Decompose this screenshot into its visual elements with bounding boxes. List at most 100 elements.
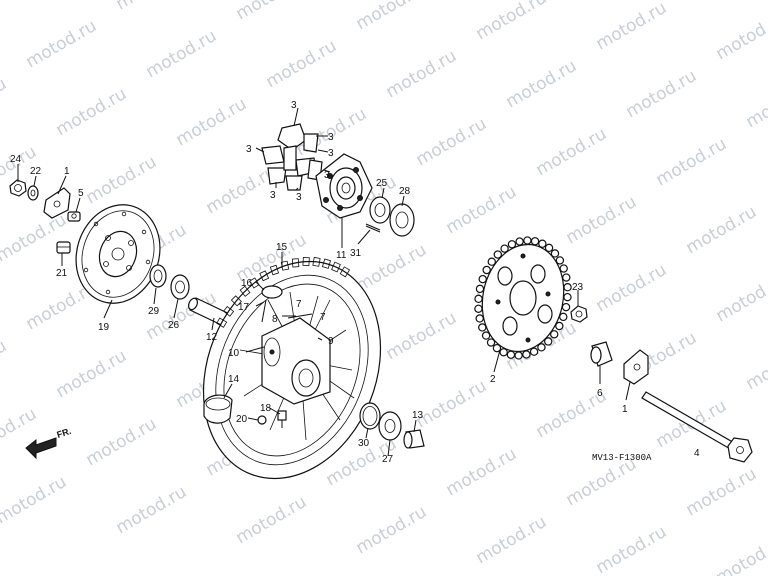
watermark-text: motod.ru — [683, 464, 761, 520]
damper-rubbers-part — [261, 123, 323, 191]
watermark-text: motod.ru — [0, 336, 10, 392]
valve-part — [261, 285, 283, 323]
oil-seal-part — [170, 274, 190, 300]
tread-block — [259, 270, 270, 282]
callout-7-left: 7 — [320, 312, 326, 323]
watermark-text: motod.ru — [0, 74, 10, 130]
sprocket-tooth — [538, 239, 547, 248]
callout-30: 30 — [358, 438, 370, 449]
watermark-text: motod.ru — [0, 0, 70, 4]
watermark-text: motod.ru — [83, 152, 161, 208]
sprocket-tooth — [537, 343, 546, 352]
sprocket-tooth — [475, 314, 484, 323]
sprocket-tooth — [499, 348, 508, 357]
callout-10: 10 — [228, 348, 240, 359]
sprocket-tooth — [486, 338, 496, 347]
driven-sprocket-part — [474, 236, 572, 360]
callout-5: 5 — [78, 188, 84, 199]
sprocket-tooth — [478, 274, 487, 284]
watermark-text: motod.ru — [233, 0, 311, 24]
callout-31: 31 — [350, 248, 362, 259]
flange-bearing-part — [369, 196, 391, 224]
callout-3-right: 3 — [328, 148, 334, 159]
leader-lines — [17, 107, 631, 457]
sprocket-tooth — [481, 331, 491, 340]
callout-21: 21 — [56, 268, 68, 279]
callout-17: 17 — [238, 302, 250, 313]
tread-block — [223, 305, 235, 317]
watermark-text: motod.ru — [473, 0, 551, 44]
watermark-text: motod.ru — [53, 346, 131, 402]
watermark-text: motod.ru — [713, 532, 768, 576]
watermark-text: motod.ru — [173, 94, 251, 150]
sprocket-tooth — [523, 236, 532, 245]
tread-block — [339, 266, 351, 278]
callout-25: 25 — [376, 178, 388, 189]
rim-band-part — [203, 394, 233, 424]
watermark-text: motod.ru — [53, 84, 131, 140]
sprocket-tooth — [493, 250, 502, 259]
watermark-text: motod.ru — [83, 414, 161, 470]
driven-flange-part — [315, 153, 373, 219]
callout-2: 2 — [490, 374, 496, 385]
callout-16: 16 — [241, 278, 253, 289]
sprocket-tooth — [563, 292, 572, 302]
watermark-text: motod.ru — [683, 202, 761, 258]
callout-1-left: 1 — [64, 166, 70, 177]
sprocket-tooth — [561, 302, 571, 312]
callout-3-bottom: 3 — [296, 192, 302, 203]
watermark-text: motod.ru — [503, 56, 581, 112]
watermark-text: motod.ru — [623, 66, 701, 122]
bolt-small-part — [56, 241, 71, 254]
washer-part — [27, 185, 39, 201]
watermark-text: motod.ru — [113, 482, 191, 538]
callout-26: 26 — [168, 320, 180, 331]
sprocket-tooth — [559, 264, 568, 273]
sprocket-tooth — [555, 256, 565, 265]
watermark-text: motod.ru — [713, 270, 768, 326]
watermark-text: motod.ru — [263, 36, 341, 92]
watermark-text: motod.ru — [143, 26, 221, 82]
callout-4: 4 — [694, 448, 700, 459]
callout-20: 20 — [236, 414, 248, 425]
tread-block — [302, 257, 310, 267]
sprocket-tooth — [500, 244, 509, 253]
side-bearing-part — [378, 411, 402, 441]
tread-block — [331, 261, 341, 273]
brake-disc-part — [75, 204, 161, 304]
watermark-text: motod.ru — [413, 376, 491, 432]
callout-22: 22 — [30, 166, 42, 177]
rear-wheel-part — [202, 256, 382, 480]
tread-block — [321, 258, 332, 269]
sprocket-tooth — [559, 312, 568, 322]
front-direction-label: FR. — [56, 426, 73, 440]
watermark-text: motod.ru — [743, 76, 768, 132]
sprocket-tooth — [544, 337, 553, 346]
sprocket-tooth — [550, 249, 560, 258]
bearing-part — [149, 264, 167, 288]
tread-block — [249, 277, 260, 289]
callout-3-mid: 3 — [324, 170, 330, 181]
sprocket-tooth — [515, 237, 524, 246]
watermark-text: motod.ru — [413, 114, 491, 170]
watermark-text: motod.ru — [383, 308, 461, 364]
watermark-text: motod.ru — [113, 0, 191, 14]
watermark-text: motod.ru — [563, 192, 641, 248]
sprocket-tooth — [478, 323, 487, 332]
adjuster-plate-right-part — [623, 349, 649, 385]
callout-3-top: 3 — [291, 100, 297, 111]
callout-18: 18 — [260, 403, 272, 414]
side-seal-part — [359, 402, 381, 430]
sprocket-tooth — [507, 240, 517, 249]
callout-3-right-top: 3 — [328, 132, 334, 143]
watermark-text: motod.ru — [383, 46, 461, 102]
callout-11: 11 — [336, 250, 347, 261]
sprocket-tooth — [562, 273, 571, 282]
sprocket-nut-part — [570, 305, 588, 323]
watermark-text: motod.ru — [533, 124, 611, 180]
axle-collar-part — [590, 341, 613, 367]
stud-bolt-part — [365, 223, 381, 233]
callout-12: 12 — [206, 332, 218, 343]
callout-8: 8 — [272, 314, 278, 325]
